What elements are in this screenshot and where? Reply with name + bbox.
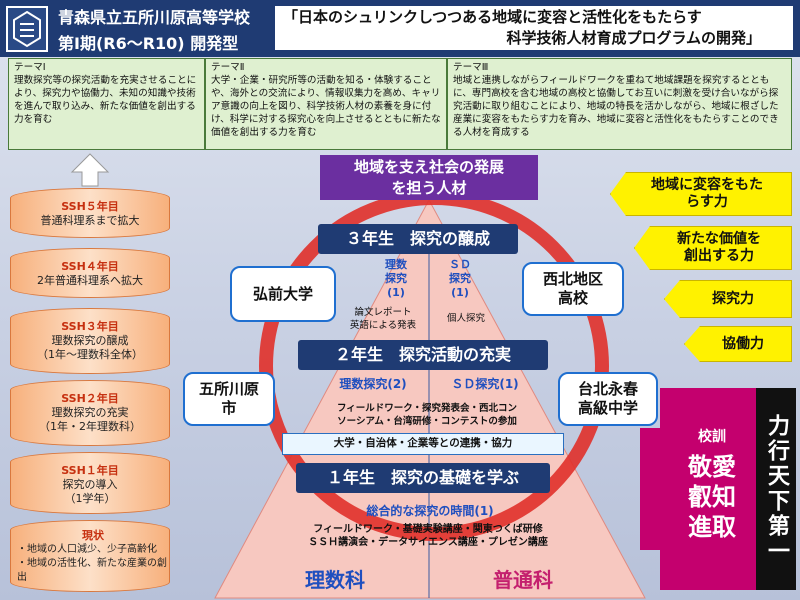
y3-left-body-1: 論文レポート: [354, 307, 412, 318]
year-2-right-title: ＳＤ探究(1): [451, 377, 519, 391]
year-1-body: フィールドワーク・基礎実験講座・関東つくば研修 ＳＳＨ講演会・データサイエンス講…: [268, 523, 588, 549]
partner-taipei-yongchun: 台北永春 高級中学: [558, 372, 658, 426]
ability-inquiry: 探究力: [664, 280, 792, 318]
motto-word-2: 叡知: [688, 483, 736, 511]
program-title-line2: 科学技術人材育成プログラムの開発」: [506, 29, 761, 47]
theme-3-title: テーマⅢ: [453, 62, 489, 73]
ssh-year-5-line1: 普通科理系まで拡大: [40, 214, 140, 227]
ssh-year-4: SSH４年目 2年普通科理系へ拡大: [10, 248, 170, 298]
ssh-year-4-line1: 2年普通科理系へ拡大: [37, 274, 143, 287]
theme-2-box: テーマⅡ 大学・企業・研究所等の活動を知る・体験することや、海外との交流により、…: [205, 58, 447, 150]
theme-2-body: 大学・企業・研究所等の活動を知る・体験することや、海外との交流により、情報収集力…: [211, 75, 441, 138]
ssh-year-1: SSH１年目 探究の導入 （1学年）: [10, 452, 170, 514]
motto-words: 敬愛 叡知 進取: [672, 452, 752, 542]
ability-2-line2: 創出する力: [684, 248, 754, 264]
year-3-left-body: 論文レポート 英語による発表: [338, 306, 428, 332]
motto-vertical: 力行天下第一: [756, 388, 796, 590]
year-3-right-title: ＳＤ 探究 (1): [436, 258, 484, 300]
theme-2-title: テーマⅡ: [211, 62, 245, 73]
year-1-title: 総合的な探究の時間(1): [366, 504, 494, 518]
y3-right-title-2: 探究: [449, 272, 471, 285]
ability-collaboration: 協働力: [684, 326, 792, 362]
ssh-year-3-line2: （1年～理数科全体）: [37, 348, 143, 361]
ability-1-line2: らす力: [686, 194, 728, 210]
ssh-year-3: SSH３年目 理数探究の醸成 （1年～理数科全体）: [10, 308, 170, 374]
year-2-left-title: 理数探究(2): [339, 377, 407, 391]
goshogawara-line2: 市: [221, 399, 237, 417]
ssh-year-1-line2: （1学年）: [64, 492, 116, 505]
program-title: 「日本のシュリンクしつつある地域に変容と活性化をもたらす 科学技術人材育成プログ…: [274, 5, 794, 51]
program-title-line1: 「日本のシュリンクしつつある地域に変容と活性化をもたらす: [283, 8, 702, 26]
theme-3-body: 地域と連携しながらフィールドワークを重ねて地域課題を探究するとともに、専門高校を…: [453, 75, 779, 138]
seihoku-line2: 高校: [557, 289, 588, 307]
y2-body-2: ソーシアム・台湾研修・コンテストの参加: [337, 416, 517, 427]
ssh-year-1-head: SSH１年目: [61, 464, 119, 477]
partner-seihoku-high-schools: 西北地区 高校: [522, 262, 624, 316]
phase-label: 第Ⅰ期(R6～R10) 開発型: [58, 34, 239, 53]
year-2-bar: ２年生 探究活動の充実: [298, 340, 548, 370]
ssh-year-3-line1: 理数探究の醸成: [51, 334, 129, 347]
motto-word-1: 敬愛: [688, 453, 736, 481]
taipei-line2: 高級中学: [577, 399, 638, 417]
ability-regional-change: 地域に変容をもた らす力: [610, 172, 792, 216]
ssh-year-2-head: SSH２年目: [61, 392, 119, 405]
collaboration-box: 大学・自治体・企業等との連携・協力: [282, 433, 564, 455]
theme-1-body: 理数探究等の探究活動を充実させることにより、探究力や協働力、未知の知識や技術を進…: [14, 75, 197, 125]
year-1-bar: １年生 探究の基礎を学ぶ: [296, 463, 550, 493]
y3-right-title-1: ＳＤ: [449, 258, 471, 271]
year-3-right-body: 個人探究: [446, 313, 485, 324]
current-status-head: 現状: [82, 529, 104, 542]
theme-1-box: テーマⅠ 理数探究等の探究活動を充実させることにより、探究力や協働力、未知の知識…: [8, 58, 205, 150]
ssh-year-4-head: SSH４年目: [61, 260, 119, 273]
y3-right-title-3: (1): [451, 286, 469, 299]
y3-left-title-1: 理数: [385, 258, 407, 271]
base-science-course: 理数科: [305, 568, 365, 592]
goshogawara-line1: 五所川原: [198, 380, 259, 398]
y3-left-title-2: 探究: [385, 272, 407, 285]
ssh-year-2-line1: 理数探究の充実: [51, 406, 129, 419]
theme-3-box: テーマⅢ 地域と連携しながらフィールドワークを重ねて地域課題を探究するとともに、…: [447, 58, 792, 150]
y3-left-title-3: (1): [387, 286, 405, 299]
ability-create-value: 新たな価値を 創出する力: [634, 226, 792, 270]
ssh-year-3-head: SSH３年目: [61, 320, 119, 333]
top-goal-line1: 地域を支え社会の発展: [353, 158, 504, 176]
ssh-year-5: SSH５年目 普通科理系まで拡大: [10, 188, 170, 238]
ability-2-line1: 新たな価値を: [677, 231, 761, 247]
partner-hirosaki-university: 弘前大学: [230, 266, 336, 322]
school-name: 青森県立五所川原高等学校: [58, 8, 251, 27]
year-3-bar: ３年生 探究の醸成: [318, 224, 518, 254]
y1-body-2: ＳＳＨ講演会・データサイエンス講座・プレゼン講座: [308, 537, 548, 548]
year-3-left-title: 理数 探究 (1): [372, 258, 420, 300]
ssh-year-2-line2: （1年・2年理数科）: [39, 420, 141, 433]
y3-left-body-2: 英語による発表: [349, 320, 417, 331]
y2-body-1: フィールドワーク・探究発表会・西北コン: [336, 403, 518, 414]
current-status-line1: ・地域の人口減少、少子高齢化: [17, 544, 157, 555]
base-general-course: 普通科: [493, 568, 553, 592]
top-goal-box: 地域を支え社会の発展 を担う人材: [320, 155, 538, 200]
up-arrow-icon: [70, 153, 110, 187]
ssh-year-2: SSH２年目 理数探究の充実 （1年・2年理数科）: [10, 380, 170, 446]
year-2-body: フィールドワーク・探究発表会・西北コン ソーシアム・台湾研修・コンテストの参加: [300, 402, 554, 428]
current-status-line2: ・地域の活性化、新たな産業の創出: [17, 558, 167, 583]
y1-body-1: フィールドワーク・基礎実験講座・関東つくば研修: [313, 524, 543, 535]
motto-word-3: 進取: [688, 513, 736, 541]
taipei-line1: 台北永春: [577, 380, 638, 398]
motto-arrow-shape: [640, 388, 756, 590]
current-status: 現状 ・地域の人口減少、少子高齢化 ・地域の活性化、新たな産業の創出: [10, 520, 170, 592]
ssh-year-1-line1: 探究の導入: [62, 478, 118, 491]
partner-goshogawara-city: 五所川原 市: [183, 372, 275, 426]
ssh-year-5-head: SSH５年目: [61, 200, 119, 213]
seihoku-line1: 西北地区: [542, 270, 603, 288]
ability-1-line1: 地域に変容をもた: [651, 177, 763, 193]
motto-label: 校訓: [698, 429, 726, 445]
top-goal-line2: を担う人材: [391, 179, 467, 197]
school-logo-icon: [6, 6, 48, 52]
theme-1-title: テーマⅠ: [14, 62, 46, 73]
